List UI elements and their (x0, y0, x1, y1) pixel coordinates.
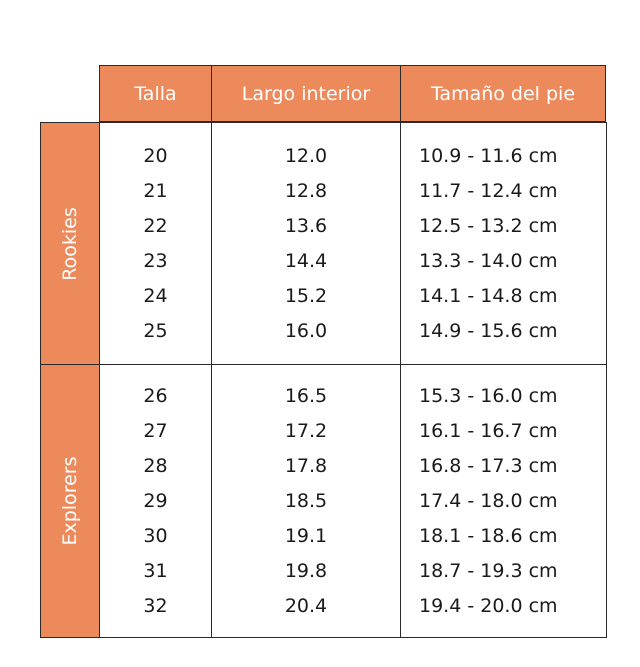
size-chart-table: Talla Largo interior Tamaño del pie Rook… (40, 65, 607, 638)
size-cell: 31 (143, 559, 168, 582)
foot-size-cell: 10.9 - 11.6 cm (419, 144, 558, 167)
size-cell: 25 (143, 319, 168, 342)
foot-size-cell: 14.1 - 14.8 cm (419, 284, 558, 307)
header-inner-length: Largo interior (212, 66, 401, 121)
foot-size-cell: 12.5 - 13.2 cm (419, 214, 558, 237)
inner-length-cell: 16.0 (284, 319, 328, 342)
foot-size-cell: 16.8 - 17.3 cm (419, 454, 558, 477)
group-label-rookies: Rookies (41, 123, 100, 364)
foot-size-cell: 18.1 - 18.6 cm (419, 524, 558, 547)
size-cell: 20 (143, 144, 168, 167)
inner-length-cell: 14.4 (284, 249, 328, 272)
foot-size-cell: 19.4 - 20.0 cm (419, 594, 558, 617)
inner-length-cell: 16.5 (284, 384, 328, 407)
size-cell: 28 (143, 454, 168, 477)
size-cell: 21 (143, 179, 168, 202)
group-label-text: Rookies (59, 206, 81, 281)
foot-size-cell: 15.3 - 16.0 cm (419, 384, 558, 407)
inner-length-cell: 15.2 (284, 284, 328, 307)
foot-size-cell: 11.7 - 12.4 cm (419, 179, 558, 202)
foot-size-cell: 18.7 - 19.3 cm (419, 559, 558, 582)
group-label-text: Explorers (59, 456, 81, 546)
size-cell: 29 (143, 489, 168, 512)
size-cell: 23 (143, 249, 168, 272)
inner-length-cell: 18.5 (284, 489, 328, 512)
table-header-row: Talla Largo interior Tamaño del pie (99, 65, 606, 122)
inner-length-cell: 13.6 (284, 214, 328, 237)
inner-length-cell: 19.1 (284, 524, 328, 547)
inner-length-cell: 12.0 (284, 144, 328, 167)
size-cell: 26 (143, 384, 168, 407)
size-column: 26 27 28 29 30 31 32 (100, 365, 212, 637)
inner-length-cell: 20.4 (284, 594, 328, 617)
size-column: 20 21 22 23 24 25 (100, 123, 212, 364)
foot-size-cell: 16.1 - 16.7 cm (419, 419, 558, 442)
foot-size-cell: 13.3 - 14.0 cm (419, 249, 558, 272)
foot-size-column: 15.3 - 16.0 cm 16.1 - 16.7 cm 16.8 - 17.… (401, 365, 606, 637)
size-cell: 22 (143, 214, 168, 237)
inner-length-cell: 17.2 (284, 419, 328, 442)
size-cell: 27 (143, 419, 168, 442)
header-foot-size: Tamaño del pie (430, 82, 576, 105)
group-explorers: Explorers 26 27 28 29 30 31 32 16.5 17.2… (40, 364, 607, 638)
inner-length-cell: 19.8 (284, 559, 328, 582)
foot-size-cell: 14.9 - 15.6 cm (419, 319, 558, 342)
inner-length-column: 16.5 17.2 17.8 18.5 19.1 19.8 20.4 (212, 365, 401, 637)
size-cell: 24 (143, 284, 168, 307)
size-cell: 32 (143, 594, 168, 617)
inner-length-cell: 12.8 (284, 179, 328, 202)
group-rookies: Rookies 20 21 22 23 24 25 12.0 12.8 13.6… (40, 122, 607, 365)
inner-length-cell: 17.8 (284, 454, 328, 477)
header-size: Talla (100, 66, 212, 121)
size-cell: 30 (143, 524, 168, 547)
foot-size-column: 10.9 - 11.6 cm 11.7 - 12.4 cm 12.5 - 13.… (401, 123, 606, 364)
group-label-explorers: Explorers (41, 365, 100, 637)
inner-length-column: 12.0 12.8 13.6 14.4 15.2 16.0 (212, 123, 401, 364)
foot-size-cell: 17.4 - 18.0 cm (419, 489, 558, 512)
